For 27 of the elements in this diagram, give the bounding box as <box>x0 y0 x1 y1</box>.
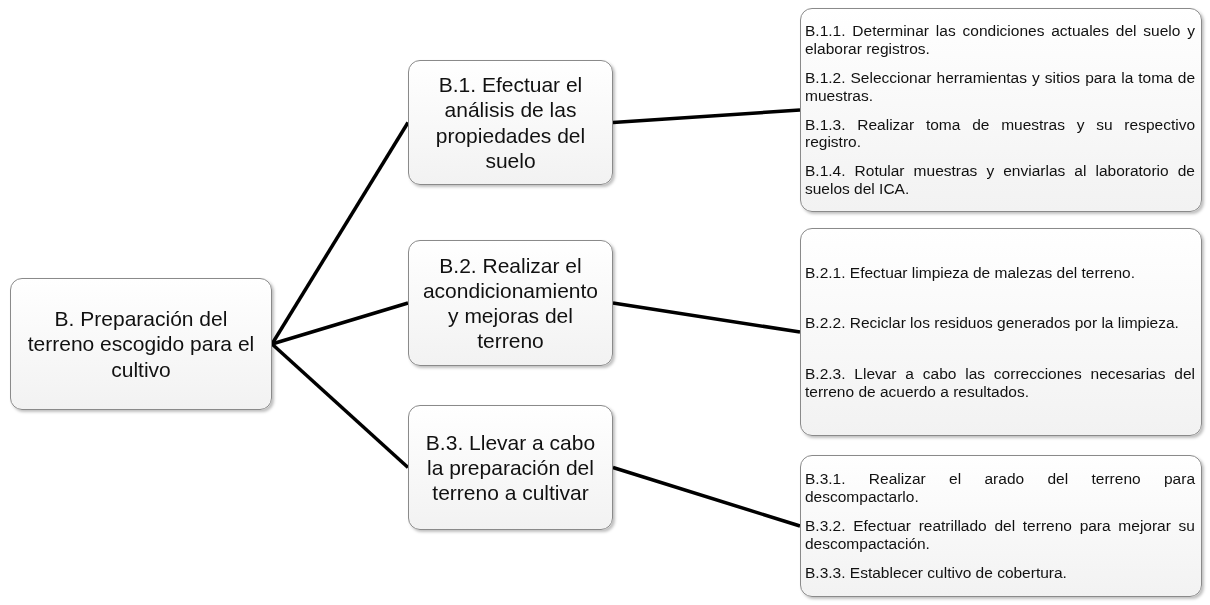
process-box <box>408 60 613 185</box>
connector-line <box>270 121 410 345</box>
process-text: B.1. Efectuar el análisis de las propiedades del suelo <box>434 72 587 173</box>
task-list-box <box>800 455 1202 597</box>
task-text: B.3.3. Establecer cultivo de cobertura. <box>805 564 1068 583</box>
process-box <box>10 278 272 410</box>
task-text: B.2.3. Llevar a cabo las correcciones necesarias del terreno de acuerdo a resultados. <box>805 364 1195 401</box>
task-text: B.1.1. Determinar las condiciones actuales del suelo y elaborar registros. <box>805 22 1195 58</box>
task-text: B.1.4. Rotular muestras y enviarlas al laboratorio de suelos del ICA. <box>805 162 1195 198</box>
process-text: B.3. Llevar a cabo la preparación del terreno a cultivar <box>424 429 597 506</box>
connector-line <box>612 465 801 528</box>
process-box <box>408 405 613 530</box>
task-text: B.1.3. Realizar toma de muestras y su respectivo registro. <box>805 115 1195 152</box>
process-text: B. Preparación del terreno escogido para el cultivo <box>26 306 256 382</box>
connector-line <box>271 301 409 346</box>
connector-line <box>612 301 801 334</box>
task-list-box <box>800 8 1202 212</box>
process-text: B.2. Realizar el acondicionamiento y mejoras del terreno <box>421 252 600 354</box>
task-text: B.3.2. Efectuar reatrillado del terreno para mejorar su descompactación. <box>805 517 1195 553</box>
process-box <box>408 240 613 366</box>
task-text: B.1.2. Seleccionar herramientas y sitios para la toma de muestras. <box>805 68 1195 105</box>
task-text: B.2.1. Efectuar limpieza de malezas del terreno. <box>805 263 1136 282</box>
task-text: B.2.2. Reciclar los residuos generados por la limpieza. <box>805 314 1180 332</box>
task-list-box <box>800 228 1202 436</box>
task-text: B.3.1. Realizar el arado del terreno para descompactarlo. <box>805 469 1195 506</box>
connector-line <box>270 342 410 469</box>
connector-line <box>612 108 801 125</box>
